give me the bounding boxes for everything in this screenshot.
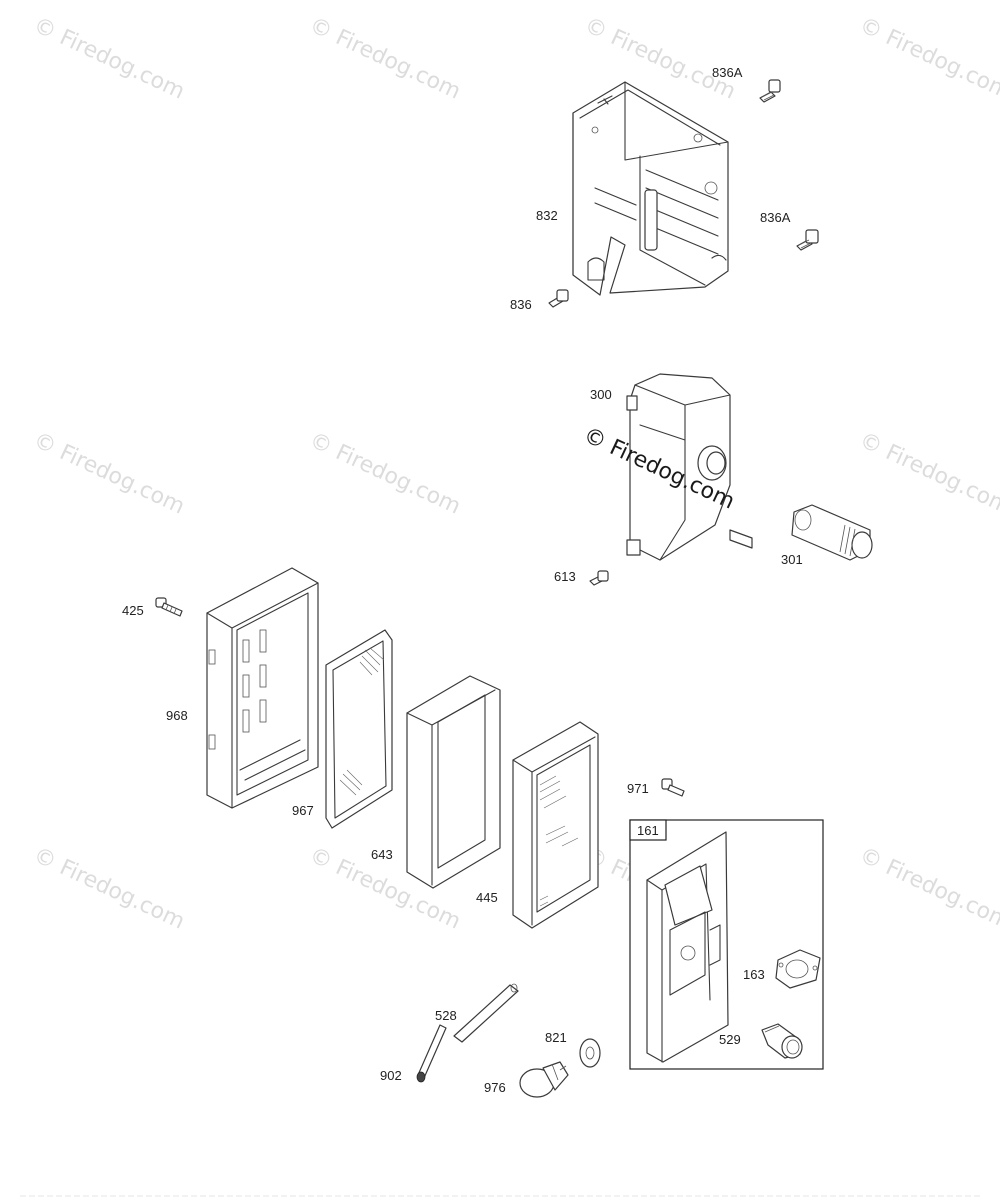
part-832-heat-shield xyxy=(572,81,729,296)
label-836: 836 xyxy=(510,297,532,312)
part-902-pin xyxy=(416,1024,447,1083)
part-529-elbow xyxy=(761,1023,803,1059)
label-301: 301 xyxy=(781,552,803,567)
watermark: © Firedog.com xyxy=(29,428,188,520)
callout-labels: 836A 832 836A 836 300 301 613 425 968 96… xyxy=(122,65,803,1095)
label-161: 161 xyxy=(637,823,659,838)
watermark: © Firedog.com xyxy=(305,13,464,105)
part-968-cover xyxy=(206,567,319,809)
label-425: 425 xyxy=(122,603,144,618)
label-971: 971 xyxy=(627,781,649,796)
part-163-gasket xyxy=(775,949,821,989)
label-968: 968 xyxy=(166,708,188,723)
part-528-hose xyxy=(453,983,519,1043)
label-902: 902 xyxy=(380,1068,402,1083)
label-300: 300 xyxy=(590,387,612,402)
label-529: 529 xyxy=(719,1032,741,1047)
part-821-washer xyxy=(579,1038,601,1068)
part-425-screw xyxy=(155,597,183,617)
label-821: 821 xyxy=(545,1030,567,1045)
label-836a-top: 836A xyxy=(712,65,743,80)
watermark: © Firedog.com xyxy=(855,428,1000,520)
part-971-screw xyxy=(661,778,685,797)
label-613: 613 xyxy=(554,569,576,584)
part-301-tube xyxy=(791,504,873,561)
label-445: 445 xyxy=(476,890,498,905)
part-976-primer-bulb xyxy=(519,1061,569,1098)
watermark: © Firedog.com xyxy=(305,428,464,520)
part-300-muffler xyxy=(626,373,753,561)
part-836a-bolt-right xyxy=(796,229,819,251)
label-528: 528 xyxy=(435,1008,457,1023)
label-643: 643 xyxy=(371,847,393,862)
watermark: © Firedog.com xyxy=(580,13,739,105)
label-967: 967 xyxy=(292,803,314,818)
part-836-bolt xyxy=(548,289,569,308)
watermark: © Firedog.com xyxy=(29,13,188,105)
part-161-base xyxy=(646,831,729,1063)
watermark: © Firedog.com xyxy=(29,843,188,935)
part-643-frame xyxy=(406,675,501,889)
label-976: 976 xyxy=(484,1080,506,1095)
part-967-screen xyxy=(325,629,393,829)
part-445-filter xyxy=(512,721,599,929)
label-832: 832 xyxy=(536,208,558,223)
part-613-screw xyxy=(589,570,609,586)
watermark: © Firedog.com xyxy=(855,13,1000,105)
part-836a-bolt-top xyxy=(759,79,781,103)
label-836a-right: 836A xyxy=(760,210,791,225)
watermark: © Firedog.com xyxy=(855,843,1000,935)
label-163: 163 xyxy=(743,967,765,982)
